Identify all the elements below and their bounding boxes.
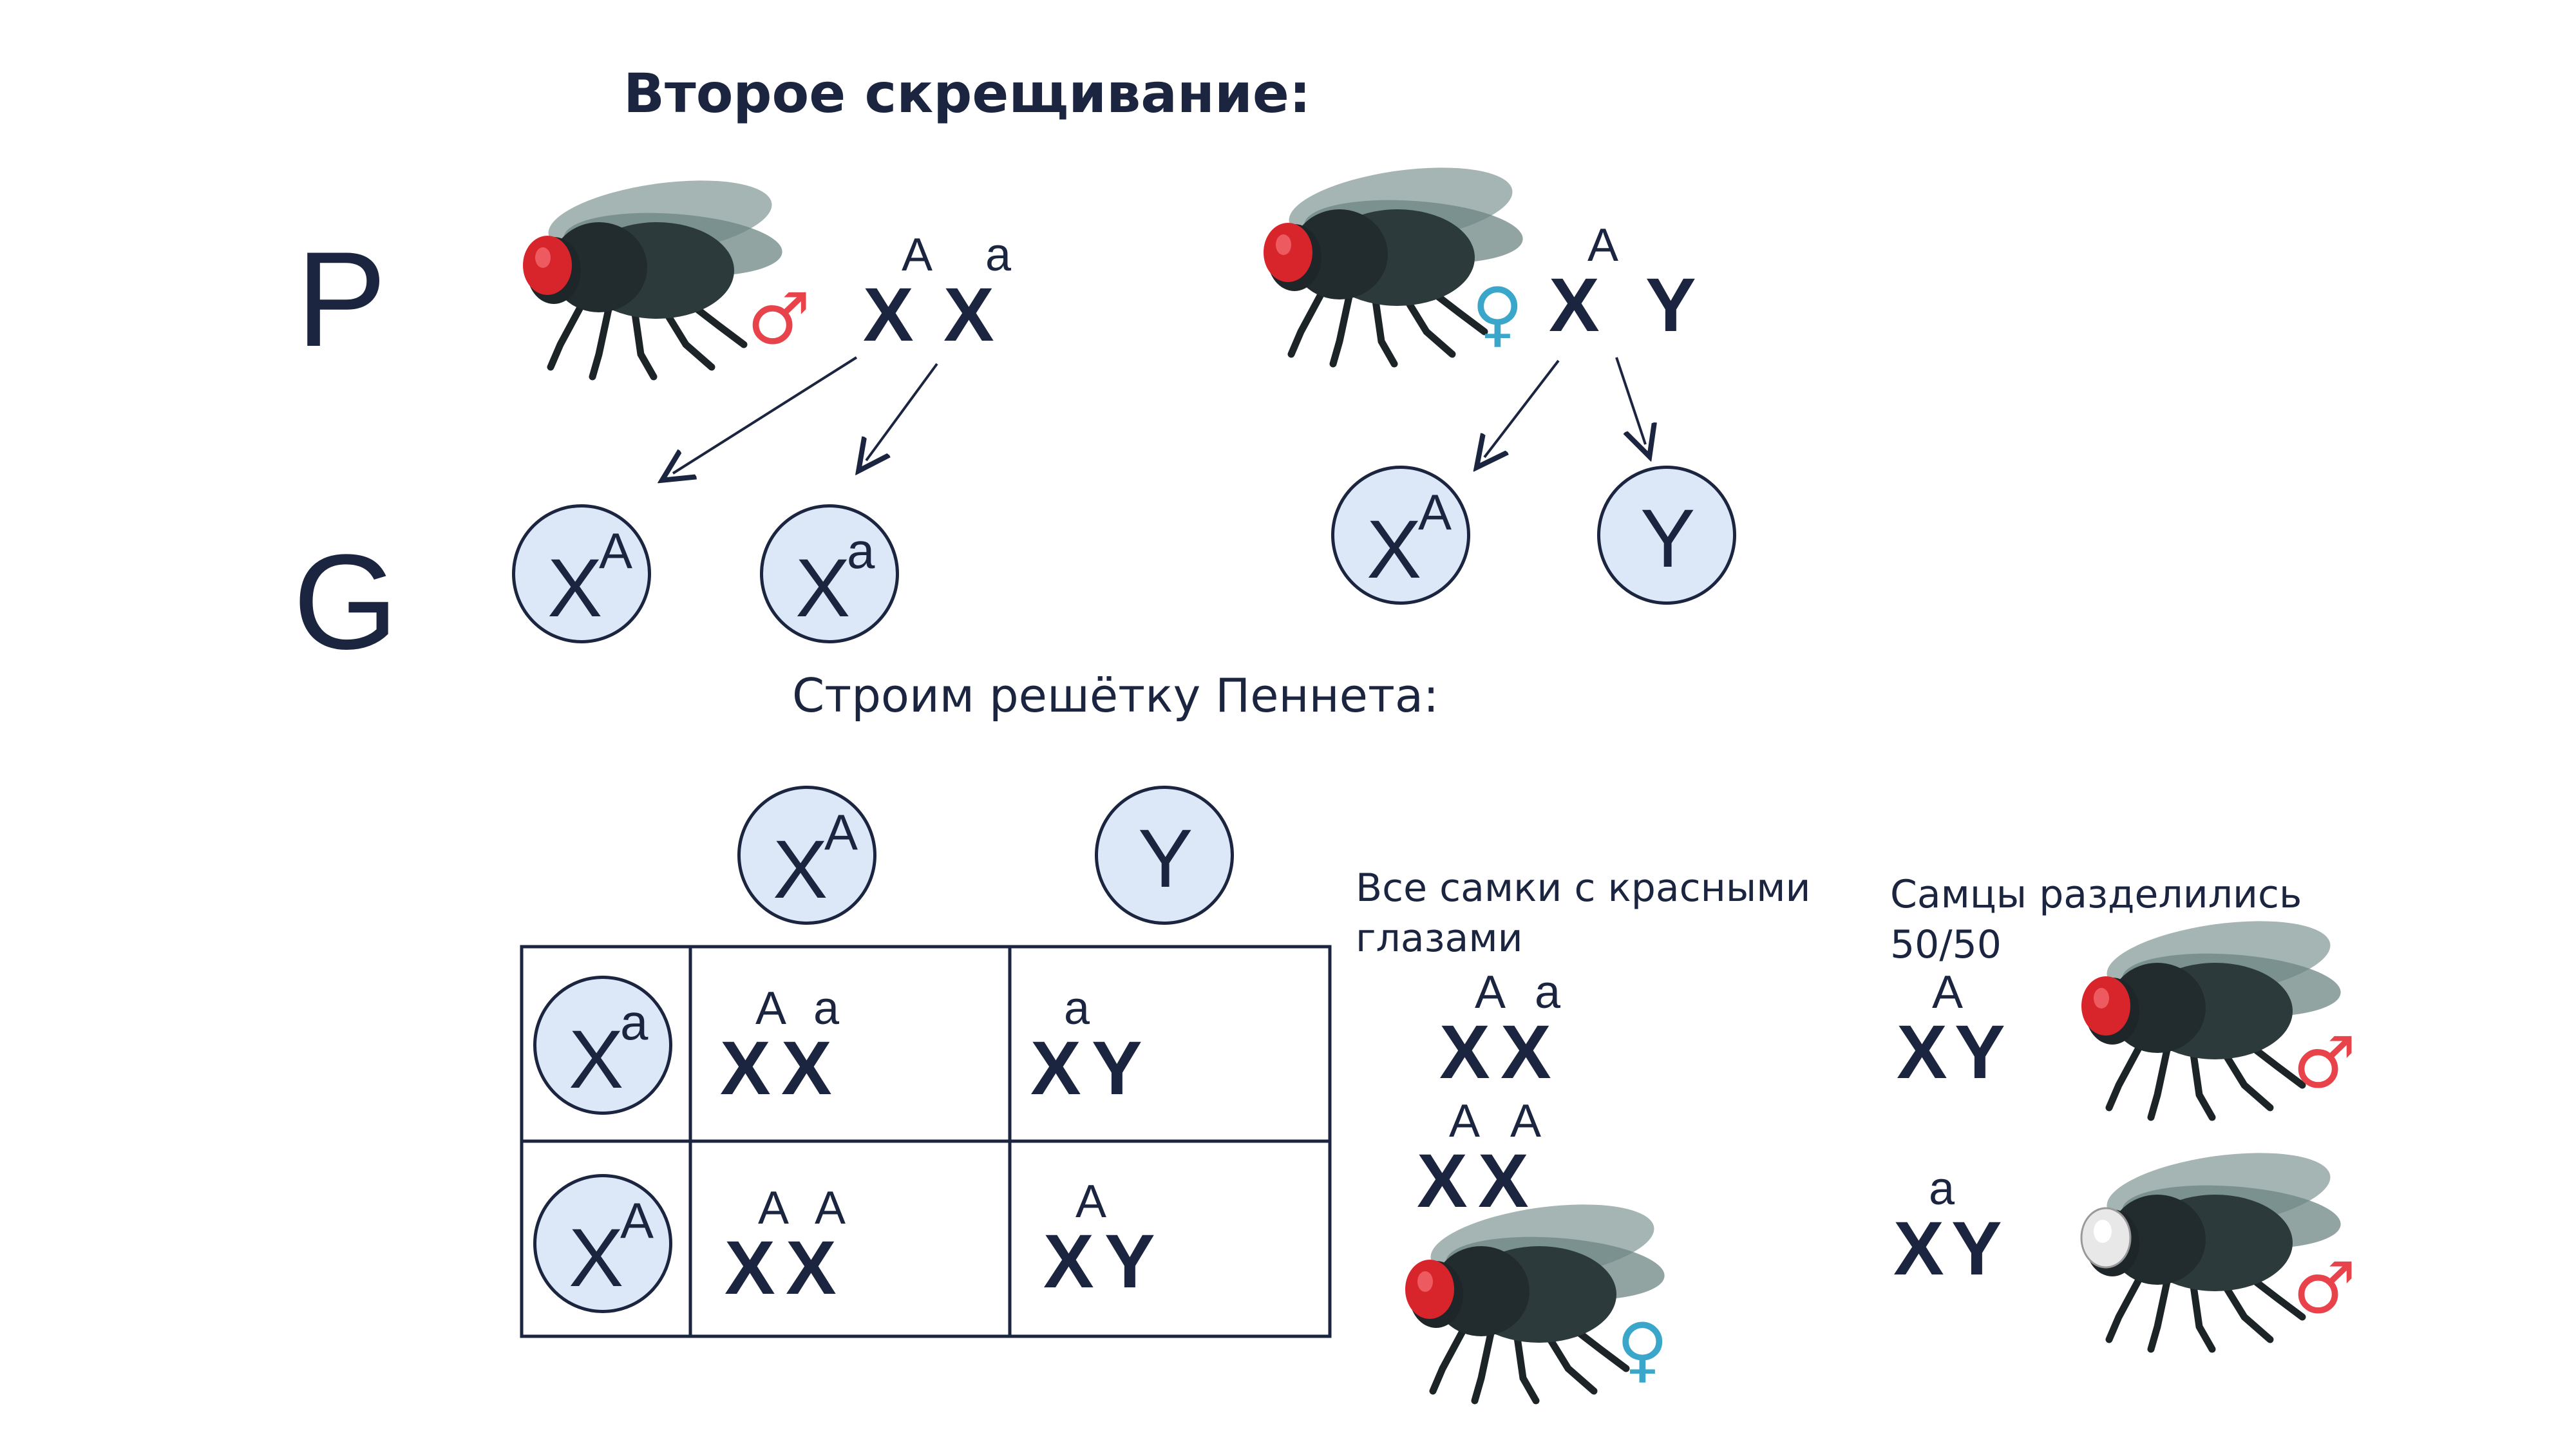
punnett-row-header: X a [533, 976, 672, 1115]
female-symbol-icon: ♀ [1616, 1308, 1669, 1390]
male-symbol-icon: ♂ [2293, 1021, 2356, 1104]
gamete-circle: Y [1597, 466, 1736, 605]
row-label-p: P [296, 223, 387, 375]
punnett-col-header: Y [1095, 786, 1234, 925]
gamete-circle: X A [512, 504, 651, 643]
males-summary-label: Самцы разделились 50/50 [1890, 872, 2302, 967]
punnett-title: Строим решётку Пеннета: [792, 668, 1439, 723]
females-summary-label: Все самки с красными глазами [1356, 866, 1811, 961]
female-symbol-icon: ♀ [1472, 272, 1524, 355]
male-symbol-icon: ♂ [747, 278, 811, 360]
punnett-row-header: X A [533, 1174, 672, 1313]
page-title: Второе скрещивание: [623, 62, 1311, 125]
row-label-g: G [293, 526, 399, 677]
gamete-arrows [673, 356, 1645, 473]
punnett-col-header: X A [737, 786, 876, 925]
male-symbol-icon: ♂ [2293, 1247, 2356, 1329]
fly-parent-male-icon [523, 168, 784, 377]
punnett-grid [520, 945, 1332, 1338]
gamete-circle: X A [1331, 466, 1470, 605]
gamete-circle: X a [760, 504, 899, 643]
